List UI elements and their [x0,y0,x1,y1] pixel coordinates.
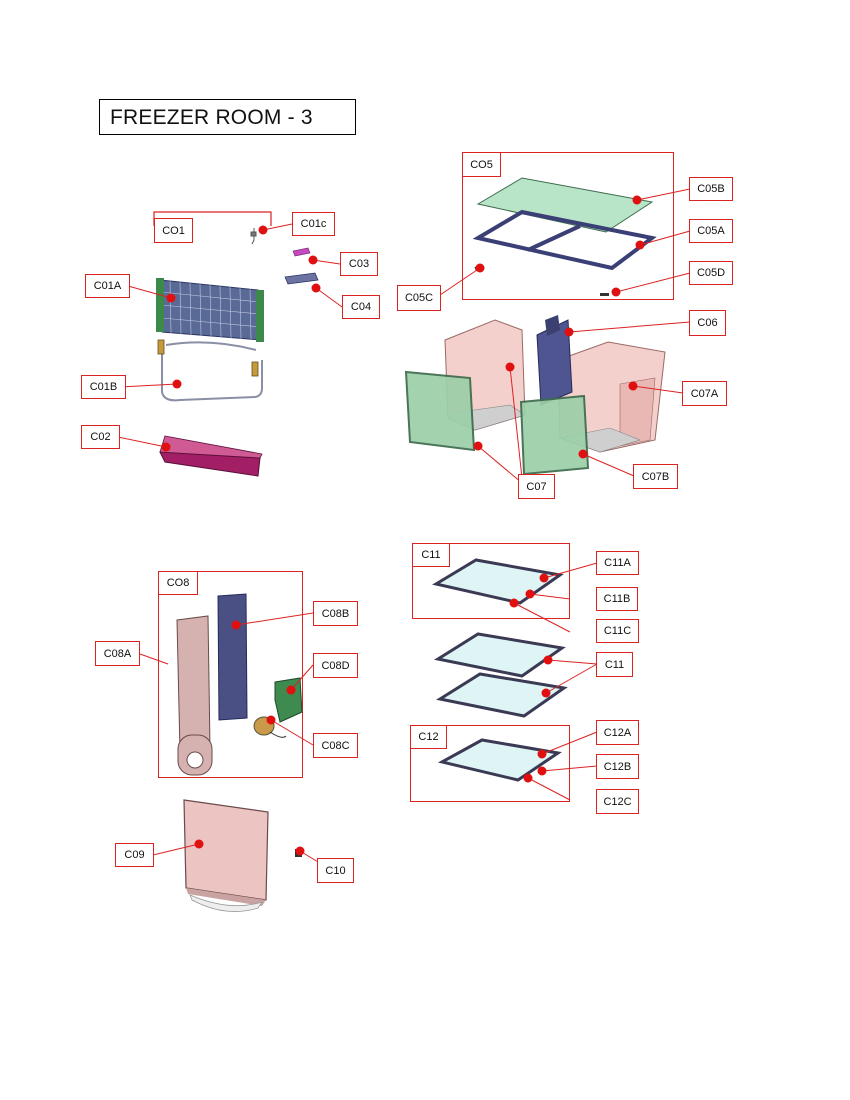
glass-shelf-c11-middle [434,632,566,678]
group-box-c08 [158,571,303,778]
dot-c08d [286,685,296,695]
label-c12c: C12C [596,789,639,814]
dot-c09 [194,839,204,849]
dot-c11c [509,598,519,608]
group-box-c05 [462,152,674,300]
lower-panel-part [183,799,269,912]
glass-shelf-c12 [437,738,562,782]
group-box-c11 [412,543,570,619]
label-c01c: C01c [292,212,335,236]
label-c11-2: C11 [596,652,633,677]
fan-cover-part [217,593,248,721]
label-c12a: C12A [596,720,639,745]
dot-c05a [635,240,645,250]
dot-c01c [258,225,268,235]
dot-c07b [578,449,588,459]
dot-c07-b [473,441,483,451]
callout-leader-lines [117,188,691,863]
page-title-box: FREEZER ROOM - 3 [99,99,356,135]
dot-c11a [539,573,549,583]
label-c07: C07 [518,474,555,499]
page-title: FREEZER ROOM - 3 [110,106,313,129]
c04-part [284,272,319,285]
label-c10: C10 [317,858,354,883]
back-panel-part [176,615,213,776]
label-c04: C04 [342,295,380,319]
evaporator-part [156,278,264,342]
dot-c07a [628,381,638,391]
glass-shelf-c11-bottom [436,672,568,718]
dot-c01b [172,379,182,389]
label-c05a: C05A [689,219,733,243]
dot-c11-b [541,688,551,698]
label-c11a: C11A [596,551,639,575]
defrost-heater-part [157,339,263,402]
sensor-part [250,228,257,245]
dot-c05b [632,195,642,205]
label-c12: C12 [410,725,447,749]
label-c08: CO8 [158,571,198,595]
label-c08d: C08D [313,653,358,678]
label-c01a: C01A [85,274,130,298]
drawer-front-left [404,370,476,452]
label-c02: C02 [81,425,120,449]
dot-c12c [523,773,533,783]
callout-dots [161,195,645,856]
label-c09: C09 [115,843,154,867]
dot-c07-a [505,362,515,372]
label-c03: C03 [340,252,378,276]
dot-c01a [166,293,176,303]
dot-c10 [295,846,305,856]
drawer-front-right [519,394,590,476]
label-c08c: C08C [313,733,358,758]
dot-c06 [564,327,574,337]
label-c05: CO5 [462,152,501,177]
label-c12b: C12B [596,754,639,779]
label-c01: CO1 [154,218,193,243]
label-c11: C11 [412,543,450,567]
dot-c12a [537,749,547,759]
fan-bracket-part [274,677,303,723]
label-c05c: C05C [397,285,441,311]
label-c11c: C11C [596,619,639,643]
shelf-frame-part [472,209,657,271]
label-c11b: C11B [596,587,638,611]
dot-c02 [161,442,171,452]
dot-c05d [611,287,621,297]
label-c07b: C07B [633,464,678,489]
label-c05b: C05B [689,177,733,201]
c03-part [292,247,311,257]
dot-c04 [311,283,321,293]
dot-c11-a [543,655,553,665]
dot-c08b [231,620,241,630]
bin-divider-part [536,315,573,406]
group-box-c12 [410,725,570,802]
dot-c05c [475,263,485,273]
label-c01b: C01B [81,375,126,399]
label-c05d: C05D [689,261,733,285]
glass-shelf-part [476,177,654,233]
dot-c03 [308,255,318,265]
dot-c12b [537,766,547,776]
screw-c05d [600,293,609,296]
label-c07a: C07A [682,381,727,406]
label-c08b: C08B [313,601,358,626]
dot-c08c [266,715,276,725]
duct-part [159,435,263,477]
label-c06: C06 [689,310,726,336]
label-c08a: C08A [95,641,140,666]
dot-c11b [525,589,535,599]
